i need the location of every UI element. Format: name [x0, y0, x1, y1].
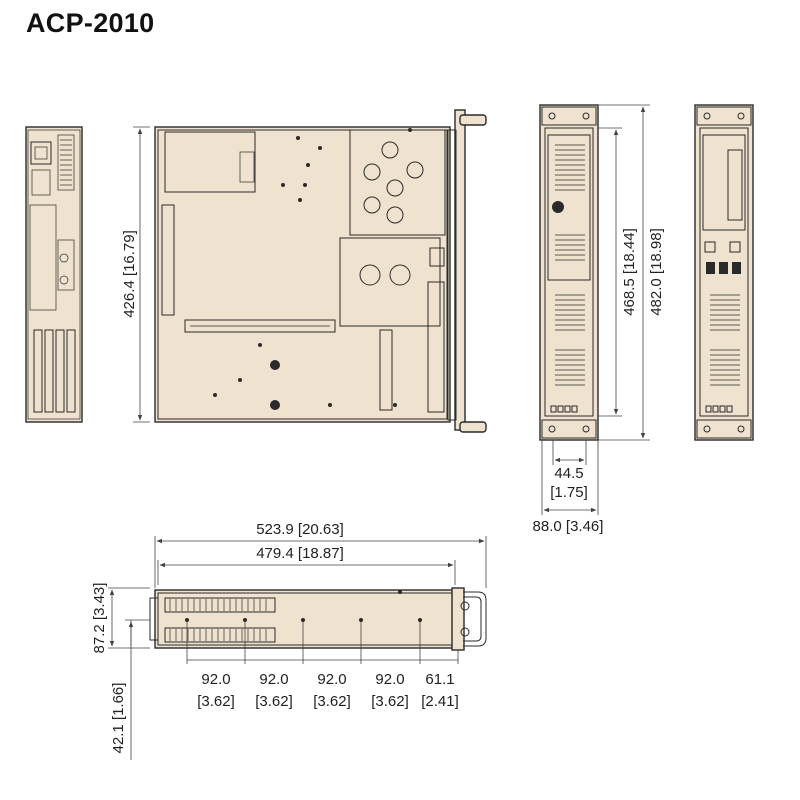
spacing-1-in: [3.62]: [197, 693, 235, 710]
rack-unit-mm-label: 44.5: [554, 465, 583, 482]
side-body-length-label: 479.4 [18.87]: [256, 545, 344, 562]
front-door: [547, 134, 591, 281]
front-view-open: [694, 104, 754, 441]
spacing-5-mm: 61.1: [425, 671, 454, 688]
front-body-width-label: 468.5 [18.44]: [621, 228, 638, 316]
side-offset-label: 42.1 [1.66]: [110, 683, 127, 754]
power-supply: [164, 131, 256, 193]
top-view: 426.4 [16.79]: [121, 109, 487, 433]
spacing-5-in: [2.41]: [421, 693, 459, 710]
rear-view: [25, 126, 83, 423]
drive-bay: [702, 134, 746, 231]
rack-unit-in-label: [1.75]: [550, 484, 588, 501]
open-vent-lower: [710, 294, 740, 386]
front-vent-upper: [555, 144, 585, 191]
riser-card: [184, 319, 336, 333]
usb-port-icon: [706, 262, 715, 274]
front-height-label: 88.0 [3.46]: [533, 518, 604, 535]
rear-vent-grille: [57, 134, 75, 191]
front-vent-mid: [555, 234, 585, 261]
spacing-1-mm: 92.0: [201, 671, 230, 688]
front-overall-width-label: 482.0 [18.98]: [648, 228, 665, 316]
spacing-2-mm: 92.0: [259, 671, 288, 688]
spacing-3-in: [3.62]: [313, 693, 351, 710]
spacing-2-in: [3.62]: [255, 693, 293, 710]
spacing-3-mm: 92.0: [317, 671, 346, 688]
front-vent-lower: [555, 294, 585, 386]
top-depth-label: 426.4 [16.79]: [121, 230, 138, 318]
front-led-indicators: [550, 405, 578, 413]
handle-bottom: [459, 421, 487, 433]
spacing-4-mm: 92.0: [375, 671, 404, 688]
diagram-title: ACP-2010: [26, 8, 155, 38]
drive-cage: [349, 129, 446, 236]
side-overall-length-label: 523.9 [20.63]: [256, 521, 344, 538]
side-vent-upper: [164, 597, 276, 613]
expansion-slot-covers: [33, 329, 76, 413]
front-view: 468.5 [18.44] 482.0 [18.98] 44.5 [1.75] …: [533, 104, 665, 535]
power-button-icon: [704, 241, 716, 253]
spacing-4-in: [3.62]: [371, 693, 409, 710]
lock-icon: [552, 201, 564, 213]
side-vent-lower: [164, 627, 276, 643]
power-inlet-icon: [30, 141, 52, 165]
side-view: 523.9 [20.63] 479.4 [18.87] 87.2 [3.43] …: [91, 521, 487, 760]
handle-top: [459, 114, 487, 126]
side-height-label: 87.2 [3.43]: [91, 583, 108, 654]
